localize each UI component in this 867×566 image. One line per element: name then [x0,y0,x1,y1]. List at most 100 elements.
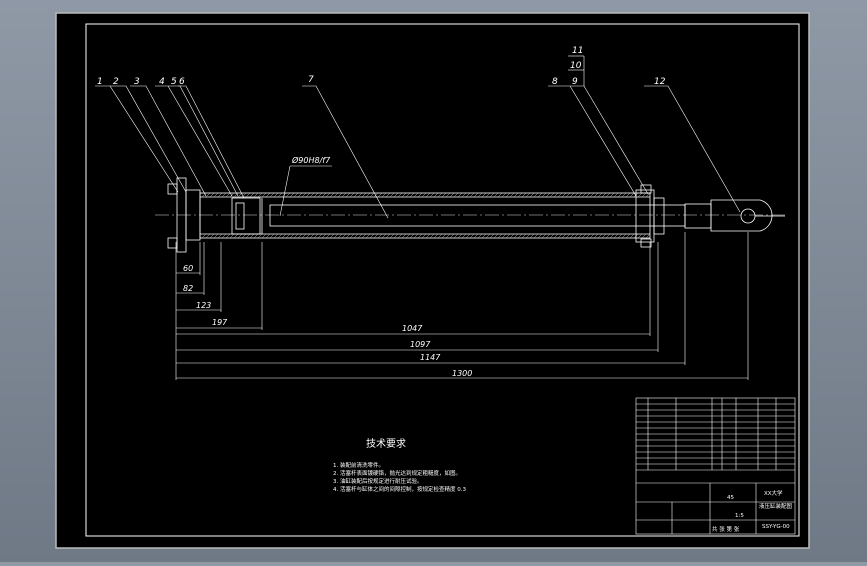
barrel-hatching [201,192,651,239]
hatch-line [277,233,283,239]
hatch-line [437,192,443,198]
hatch-line [201,233,207,239]
hatch-line [361,233,367,239]
hatch-line [205,192,211,198]
hatch-line [505,233,511,239]
hatch-line [425,192,431,198]
hatch-line [593,233,599,239]
hatch-line [489,233,495,239]
hatch-line [269,233,275,239]
hatch-line [445,192,451,198]
hatch-line [389,192,395,198]
hatch-line [285,192,291,198]
hatch-line [353,192,359,198]
hatch-line [305,192,311,198]
hatch-line [233,233,239,239]
hatch-line [605,192,611,198]
hatch-line [561,233,567,239]
hatch-line [613,192,619,198]
hatch-line [313,233,319,239]
hatch-line [425,233,431,239]
hatch-line [265,233,271,239]
hatch-line [457,233,463,239]
hatch-line [585,233,591,239]
hatch-line [417,192,423,198]
hatch-line [261,192,267,198]
hatch-line [297,192,303,198]
tech-req-line-1: 1. 装配前清洗零件。 [333,461,384,469]
hatch-line [277,192,283,198]
hatch-line [237,192,243,198]
hatch-line [505,192,511,198]
hatch-line [317,192,323,198]
hatch-line [341,233,347,239]
hatch-line [445,233,451,239]
tech-req-line-3: 3. 油缸装配后按规定进行耐压试验。 [333,477,423,485]
hatch-line [453,192,459,198]
tb-material: 45 [727,495,734,501]
hatch-line [337,233,343,239]
hatch-line [549,192,555,198]
hatch-line [513,233,519,239]
hatch-line [377,192,383,198]
hatch-line [593,192,599,198]
hatch-line [309,233,315,239]
hatch-line [469,192,475,198]
hatch-line [345,192,351,198]
hatch-line [217,233,223,239]
hatch-line [477,233,483,239]
hatch-line [229,233,235,239]
hatch-line [433,192,439,198]
hatch-line [253,192,259,198]
hatch-line [241,233,247,239]
hatch-line [265,192,271,198]
hatch-line [401,233,407,239]
hatch-line [221,233,227,239]
hatch-line [533,233,539,239]
dim-1097: 1097 [410,340,431,349]
hatch-line [285,233,291,239]
part-label-6: 6 [179,77,185,87]
hatch-line [317,233,323,239]
tb-school: XX大学 [764,489,783,497]
hatch-line [473,192,479,198]
hatch-line [645,192,651,198]
hatch-line [537,233,543,239]
tb-sheet: 共 张 第 张 [712,525,740,533]
hatch-line [485,233,491,239]
part-label-5: 5 [171,77,177,87]
hatch-line [373,233,379,239]
hatch-line [537,192,543,198]
hatch-line [245,233,251,239]
hatch-line [349,233,355,239]
hatch-line [297,233,303,239]
part-label-11: 11 [572,46,583,56]
hatch-line [581,233,587,239]
hatch-line [397,192,403,198]
hatch-line [457,192,463,198]
hatch-line [309,192,315,198]
hatch-line [405,192,411,198]
hatch-line [293,192,299,198]
dim-1300: 1300 [452,369,472,378]
hatch-line [517,192,523,198]
hatch-line [533,192,539,198]
hatch-line [281,233,287,239]
hatch-line [621,192,627,198]
hatch-line [513,192,519,198]
hatch-line [589,192,595,198]
hatch-line [321,233,327,239]
tech-requirements: 技术要求 1. 装配前清洗零件。 2. 活塞杆表面镀硬铬，抛光达到规定粗糙度，如… [333,437,466,493]
hatch-line [529,233,535,239]
hatch-line [353,233,359,239]
cylinder-barrel [199,192,651,239]
title-block-text: 45 液压缸装配图 XX大学 SSY-YG-00 1:5 共 张 第 张 [712,489,793,533]
drawing-sheet [55,12,810,549]
hatch-line [613,233,619,239]
hatch-line [489,192,495,198]
hatch-line [565,192,571,198]
hatch-line [393,233,399,239]
hatch-line [637,192,643,198]
